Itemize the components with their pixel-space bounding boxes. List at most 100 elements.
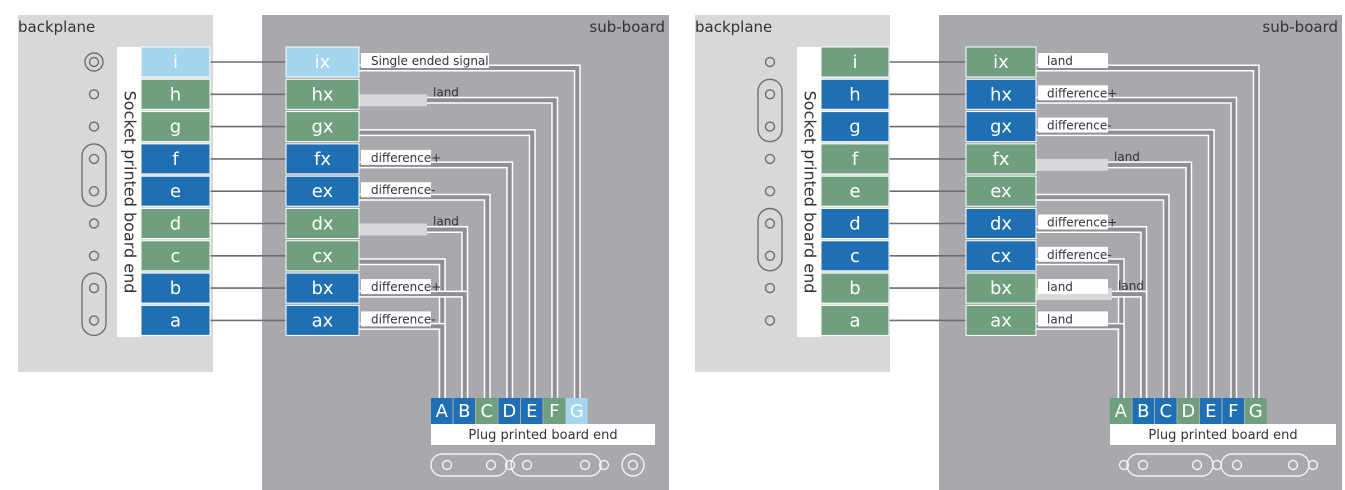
socket-pin-label: d bbox=[849, 214, 860, 235]
plug-row-ix bbox=[285, 46, 360, 78]
through-hole bbox=[627, 459, 639, 471]
socket-pin-i bbox=[820, 46, 890, 78]
through-hole bbox=[764, 56, 776, 68]
through-hole bbox=[764, 121, 776, 132]
plug-row-label: hx bbox=[311, 84, 333, 105]
plug-pin-C bbox=[1155, 398, 1177, 424]
plug-pin-label: D bbox=[502, 401, 516, 422]
backplane-label: backplane bbox=[695, 18, 772, 36]
through-hole bbox=[1287, 459, 1299, 471]
socket-pin-d bbox=[820, 208, 890, 239]
plug-row-label: cx bbox=[991, 246, 1012, 267]
diff-pair-hole-group bbox=[510, 453, 602, 477]
socket-printed-board-label: Socket printed board end bbox=[121, 91, 140, 294]
through-hole bbox=[88, 89, 100, 100]
plug-pin-A bbox=[431, 398, 453, 424]
socket-pin-d bbox=[140, 208, 211, 239]
land-pad bbox=[1036, 158, 1108, 171]
signal-label: difference- bbox=[371, 312, 436, 326]
socket-pin-g bbox=[820, 111, 890, 143]
sub-board-label: sub-board bbox=[589, 18, 665, 36]
signal-tag-bg bbox=[1038, 311, 1108, 327]
plug-printed-board-label: Plug printed board end bbox=[468, 428, 617, 443]
through-hole bbox=[764, 218, 776, 229]
plug-row-label: dx bbox=[311, 214, 333, 235]
backplane-label: backplane bbox=[18, 18, 95, 36]
socket-pin-c bbox=[820, 240, 890, 272]
plug-row-label: hx bbox=[990, 84, 1012, 105]
through-hole bbox=[1307, 459, 1319, 471]
trace-core-ix bbox=[1036, 66, 1259, 398]
socket-pin-label: c bbox=[850, 246, 860, 267]
diff-pair-hole-group bbox=[81, 143, 107, 207]
socket-pin-label: i bbox=[173, 52, 178, 73]
socket-pin-b bbox=[140, 272, 211, 304]
signal-tag-bg bbox=[361, 53, 489, 68]
plug-row-label: bx bbox=[990, 278, 1012, 299]
plug-row-hx bbox=[965, 78, 1037, 110]
plug-row-ex bbox=[285, 175, 360, 207]
socket-pin-e bbox=[820, 175, 890, 207]
plug-row-gx bbox=[285, 111, 360, 143]
socket-pin-label: e bbox=[849, 181, 860, 202]
plug-row-label: ix bbox=[315, 52, 331, 73]
plug-row-label: ex bbox=[990, 181, 1012, 202]
signal-label: difference- bbox=[1047, 248, 1112, 262]
plug-row-label: ax bbox=[990, 310, 1012, 331]
socket-pin-f bbox=[140, 143, 211, 175]
plug-row-cx bbox=[965, 240, 1037, 272]
socket-pin-g bbox=[140, 111, 211, 143]
through-hole bbox=[764, 153, 776, 165]
plug-row-ax bbox=[285, 304, 360, 336]
plug-row-label: ex bbox=[312, 181, 334, 202]
plug-pin-label: C bbox=[480, 401, 493, 422]
plug-row-ex bbox=[965, 175, 1037, 207]
through-hole bbox=[88, 185, 100, 197]
diff-pair-hole-group bbox=[757, 207, 783, 272]
socket-pin-h bbox=[820, 78, 890, 110]
plug-row-hx bbox=[285, 78, 360, 110]
plug-row-bx bbox=[285, 272, 360, 304]
signal-label: land bbox=[1047, 312, 1073, 326]
plug-row-fx bbox=[285, 143, 360, 175]
signal-label: difference- bbox=[371, 183, 436, 197]
diff-pair-hole-group bbox=[81, 272, 107, 337]
socket-pin-label: c bbox=[171, 246, 181, 267]
plug-pin-label: F bbox=[1228, 401, 1238, 422]
plug-pin-label: C bbox=[1159, 401, 1172, 422]
through-hole bbox=[485, 459, 497, 471]
diff-pair-hole-group bbox=[757, 78, 783, 143]
plug-pin-D bbox=[1177, 398, 1199, 424]
socket-pin-c bbox=[140, 240, 211, 272]
plug-row-label: fx bbox=[993, 149, 1010, 170]
land-pad bbox=[359, 94, 427, 107]
socket-pin-label: e bbox=[170, 181, 181, 202]
plug-row-label: ix bbox=[993, 52, 1009, 73]
signal-label: land bbox=[1047, 280, 1073, 294]
socket-pin-label: f bbox=[172, 149, 179, 170]
signal-label: difference+ bbox=[371, 280, 441, 294]
plug-row-bx bbox=[965, 272, 1037, 304]
plug-pin-F bbox=[543, 398, 565, 424]
socket-pin-label: f bbox=[852, 149, 859, 170]
socket-pin-label: a bbox=[170, 310, 181, 331]
plug-pin-label: D bbox=[1181, 401, 1195, 422]
plug-row-label: ax bbox=[312, 310, 334, 331]
plug-row-ix bbox=[965, 46, 1037, 78]
signal-tag-bg bbox=[1038, 117, 1108, 133]
plug-pin-F bbox=[1222, 398, 1244, 424]
socket-pin-label: h bbox=[170, 84, 181, 105]
plug-pin-label: E bbox=[526, 401, 537, 422]
through-hole bbox=[764, 315, 776, 326]
plug-row-label: dx bbox=[990, 214, 1012, 235]
land-label: land bbox=[433, 215, 459, 229]
plug-pin-label: F bbox=[549, 401, 559, 422]
plug-row-ax bbox=[965, 304, 1037, 336]
plug-row-dx bbox=[285, 208, 360, 239]
signal-tag-bg bbox=[1038, 53, 1108, 68]
socket-board-strip bbox=[117, 47, 141, 337]
signal-label: Single ended signal bbox=[371, 54, 489, 68]
socket-pin-e bbox=[140, 175, 211, 207]
